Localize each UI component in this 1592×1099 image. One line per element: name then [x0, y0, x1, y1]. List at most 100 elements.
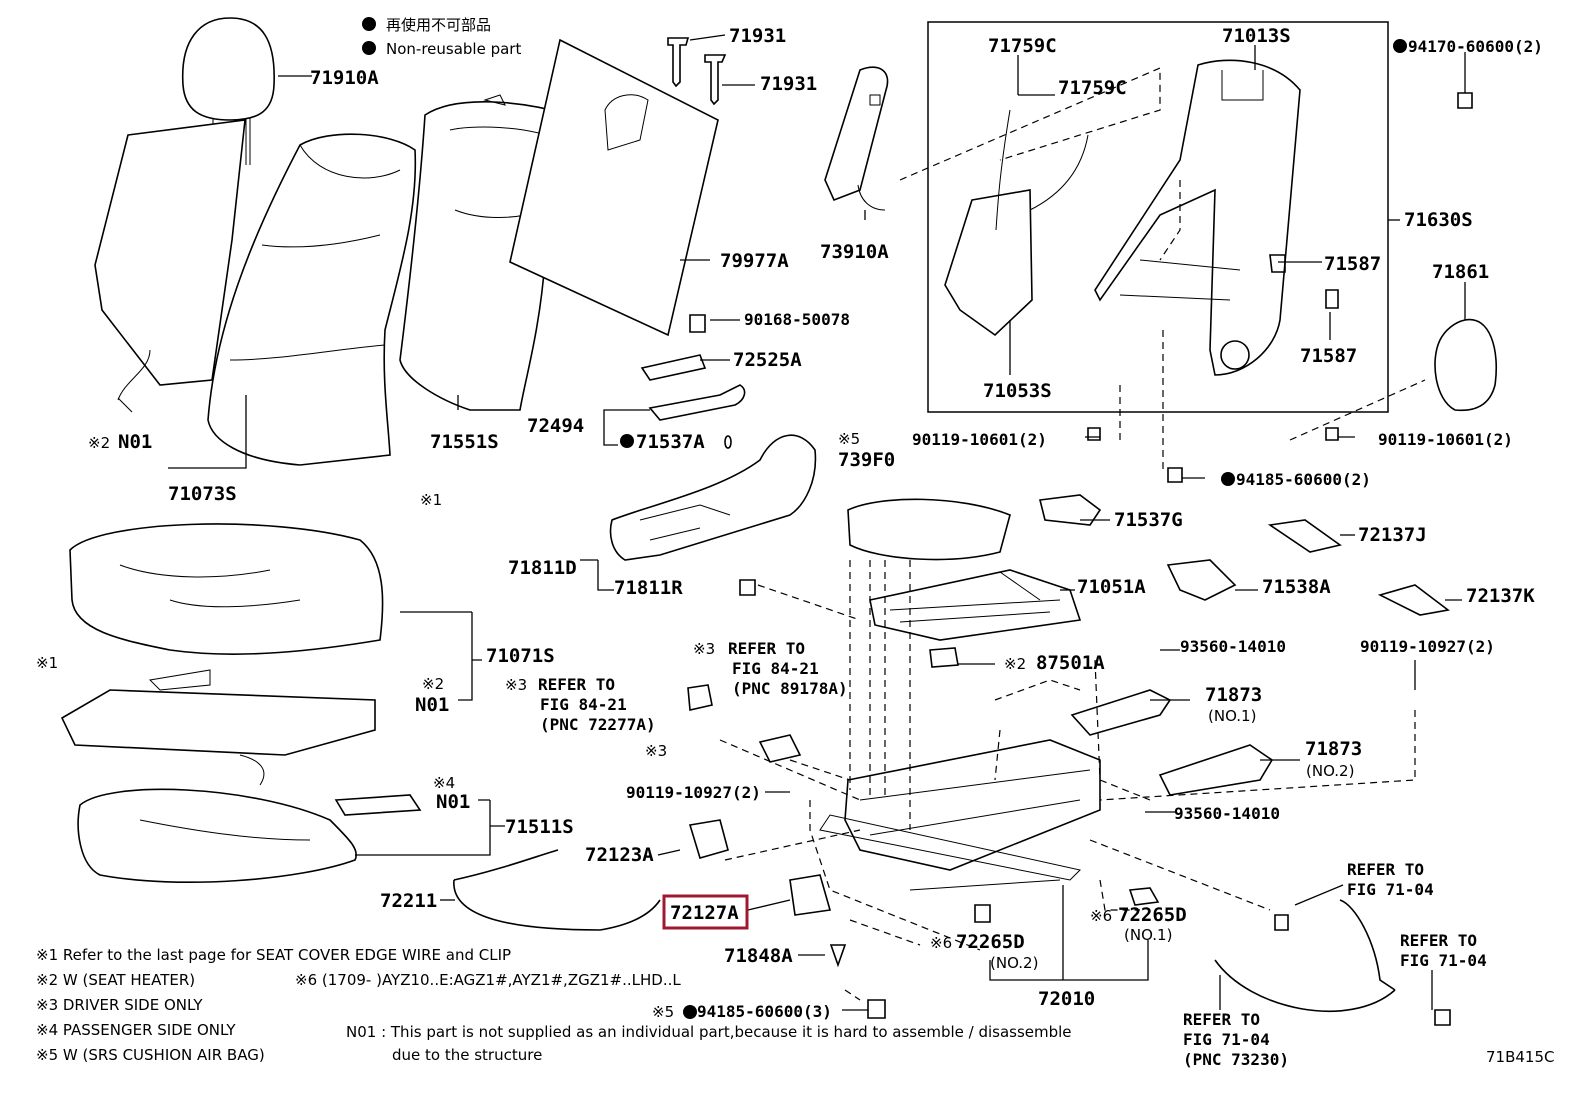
- nonreusable-dot-icon: [1221, 472, 1235, 486]
- part-label-71910A: 71910A: [310, 67, 379, 89]
- part-label-71587: 71587: [1300, 345, 1357, 367]
- seat-cushion-frame-drawing: [844, 739, 1101, 871]
- part-label-72494: 72494: [527, 415, 584, 437]
- part-drawings: [60, 17, 1497, 1012]
- part-label-71051A: 71051A: [1077, 576, 1146, 598]
- cover-71861-drawing: [1434, 318, 1497, 412]
- nonreusable-dot-icon: [683, 1005, 697, 1019]
- part-label-73910A: 73910A: [820, 241, 889, 263]
- part-label-72211: 72211: [380, 890, 437, 912]
- part-label-71811D: 71811D: [508, 557, 577, 579]
- hardware-symbols: [620, 434, 1451, 1026]
- refer-fig-84-21-c: (PNC 89178A): [732, 679, 848, 698]
- footnote-6: ※6 (1709- )AYZ10..E:AGZ1#,AYZ1#,ZGZ1#..L…: [295, 971, 681, 989]
- part-label-71873: 71873: [1205, 684, 1262, 706]
- nonreusable-dot-icon: [362, 17, 376, 31]
- part-label-90119-10601: 90119-10601(2): [1378, 430, 1513, 449]
- recliner-cover-drawing: [609, 434, 817, 561]
- note-mark-3: ※3: [505, 676, 527, 694]
- part-label-71931: 71931: [729, 25, 786, 47]
- seatback-frame-drawing: [1094, 59, 1301, 376]
- note-mark-2: ※2: [422, 675, 444, 693]
- nonreusable-dot-icon: [1393, 39, 1407, 53]
- part-label-72265D-no2: (NO.2): [990, 954, 1038, 972]
- seatback-cover-drawing: [207, 133, 417, 466]
- side-airbag-drawing: [824, 66, 889, 202]
- part-label-71873-no2: (NO.2): [1306, 762, 1354, 780]
- nonreusable-dot-icon: [620, 434, 634, 448]
- note-mark-3: ※3: [693, 640, 715, 658]
- bolt-71931-drawing: [667, 37, 727, 106]
- cushion-cover-drawing: [69, 523, 384, 655]
- note-mark-3: ※3: [645, 742, 667, 760]
- note-mark-1: ※1: [420, 491, 442, 509]
- note-mark-5: ※5: [838, 430, 860, 448]
- highlight-box: [662, 894, 749, 930]
- refer-fig-71-04-b: FIG 71-04: [1183, 1030, 1270, 1049]
- part-label-71511S: 71511S: [505, 816, 574, 838]
- note-mark-6: ※6: [930, 934, 952, 952]
- part-label-72137J: 72137J: [1358, 524, 1427, 546]
- part-label-71537A: 71537A: [636, 431, 705, 453]
- part-label-90119-10601: 90119-10601(2): [912, 430, 1047, 449]
- refer-fig-84-21-b: FIG 84-21: [732, 659, 819, 678]
- part-label-N01: N01: [118, 431, 152, 453]
- refer-fig-71-04-a: REFER TO: [1400, 931, 1477, 950]
- part-label-71538A: 71538A: [1262, 576, 1331, 598]
- part-label-71073S: 71073S: [168, 483, 237, 505]
- cushion-airbag-drawing: [847, 498, 1011, 561]
- part-label-71873-no1: (NO.1): [1208, 707, 1256, 725]
- seat-belt-buckle-drawing: [1214, 899, 1396, 1012]
- note-mark-6: ※6: [1090, 907, 1112, 925]
- part-label-93560-14010: 93560-14010: [1174, 804, 1280, 823]
- part-label-94170-60600: 94170-60600(2): [1408, 37, 1543, 56]
- legend: 再使用不可部品 Non-reusable part: [362, 16, 521, 58]
- part-label-71811R: 71811R: [614, 577, 683, 599]
- part-labels: 71910A 71073S 71551S 79977A 71931 71931 …: [36, 25, 1543, 1069]
- part-label-94185-60600: 94185-60600(2): [1236, 470, 1371, 489]
- part-label-72123A: 72123A: [585, 844, 654, 866]
- edge-wire-72211-drawing: [453, 849, 661, 931]
- part-label-71537G: 71537G: [1114, 509, 1183, 531]
- back-board-drawing: [509, 38, 719, 337]
- part-label-79977A: 79977A: [720, 250, 789, 272]
- footnote-3: ※3 DRIVER SIDE ONLY: [36, 996, 203, 1014]
- part-label-72265D-no1: (NO.1): [1124, 926, 1172, 944]
- part-label-739F0: 739F0: [838, 449, 895, 471]
- part-label-72525A: 72525A: [733, 349, 802, 371]
- note-mark-4: ※4: [433, 774, 455, 792]
- footnotes: ※1 Refer to the last page for SEAT COVER…: [36, 946, 1554, 1066]
- leader-lines: [168, 34, 1466, 1011]
- seatback-pad-drawing: [94, 119, 246, 386]
- refer-fig-71-04-b: FIG 71-04: [1347, 880, 1434, 899]
- refer-fig-84-21-b: FIG 84-21: [540, 695, 627, 714]
- refer-fig-71-04-b: FIG 71-04: [1400, 951, 1487, 970]
- part-label-72010: 72010: [1038, 988, 1095, 1010]
- legend-nonreusable-en: Non-reusable part: [386, 40, 521, 58]
- refer-fig-84-21-a: REFER TO: [538, 675, 615, 694]
- note-mark-2: ※2: [88, 434, 110, 452]
- legend-nonreusable-jp: 再使用不可部品: [386, 16, 491, 34]
- footnote-5: ※5 W (SRS CUSHION AIR BAG): [36, 1046, 265, 1064]
- refer-fig-71-04-a: REFER TO: [1347, 860, 1424, 879]
- part-label-71013S: 71013S: [1222, 25, 1291, 47]
- diagram-id: 71B415C: [1486, 1048, 1554, 1066]
- part-label-93560-14010: 93560-14010: [1180, 637, 1286, 656]
- refer-fig-84-21-c: (PNC 72277A): [540, 715, 656, 734]
- note-mark-2: ※2: [1004, 655, 1026, 673]
- nonreusable-dot-icon: [362, 41, 376, 55]
- part-label-71053S: 71053S: [983, 380, 1052, 402]
- part-label-71848A: 71848A: [724, 945, 793, 967]
- part-label-71630S: 71630S: [1404, 209, 1473, 231]
- footnote-n01-b: due to the structure: [392, 1046, 542, 1064]
- part-label-90119-10927: 90119-10927(2): [1360, 637, 1495, 656]
- part-label-90168-50078: 90168-50078: [744, 310, 850, 329]
- lumbar-support-drawing: [944, 189, 1033, 337]
- footnote-2: ※2 W (SEAT HEATER): [36, 971, 195, 989]
- part-label-87501A: 87501A: [1036, 652, 1105, 674]
- part-label-94185-60600: 94185-60600(3): [697, 1002, 832, 1021]
- headrest-drawing: [181, 17, 275, 121]
- part-label-72137K: 72137K: [1466, 585, 1535, 607]
- part-label-71587: 71587: [1324, 253, 1381, 275]
- part-label-71873: 71873: [1305, 738, 1362, 760]
